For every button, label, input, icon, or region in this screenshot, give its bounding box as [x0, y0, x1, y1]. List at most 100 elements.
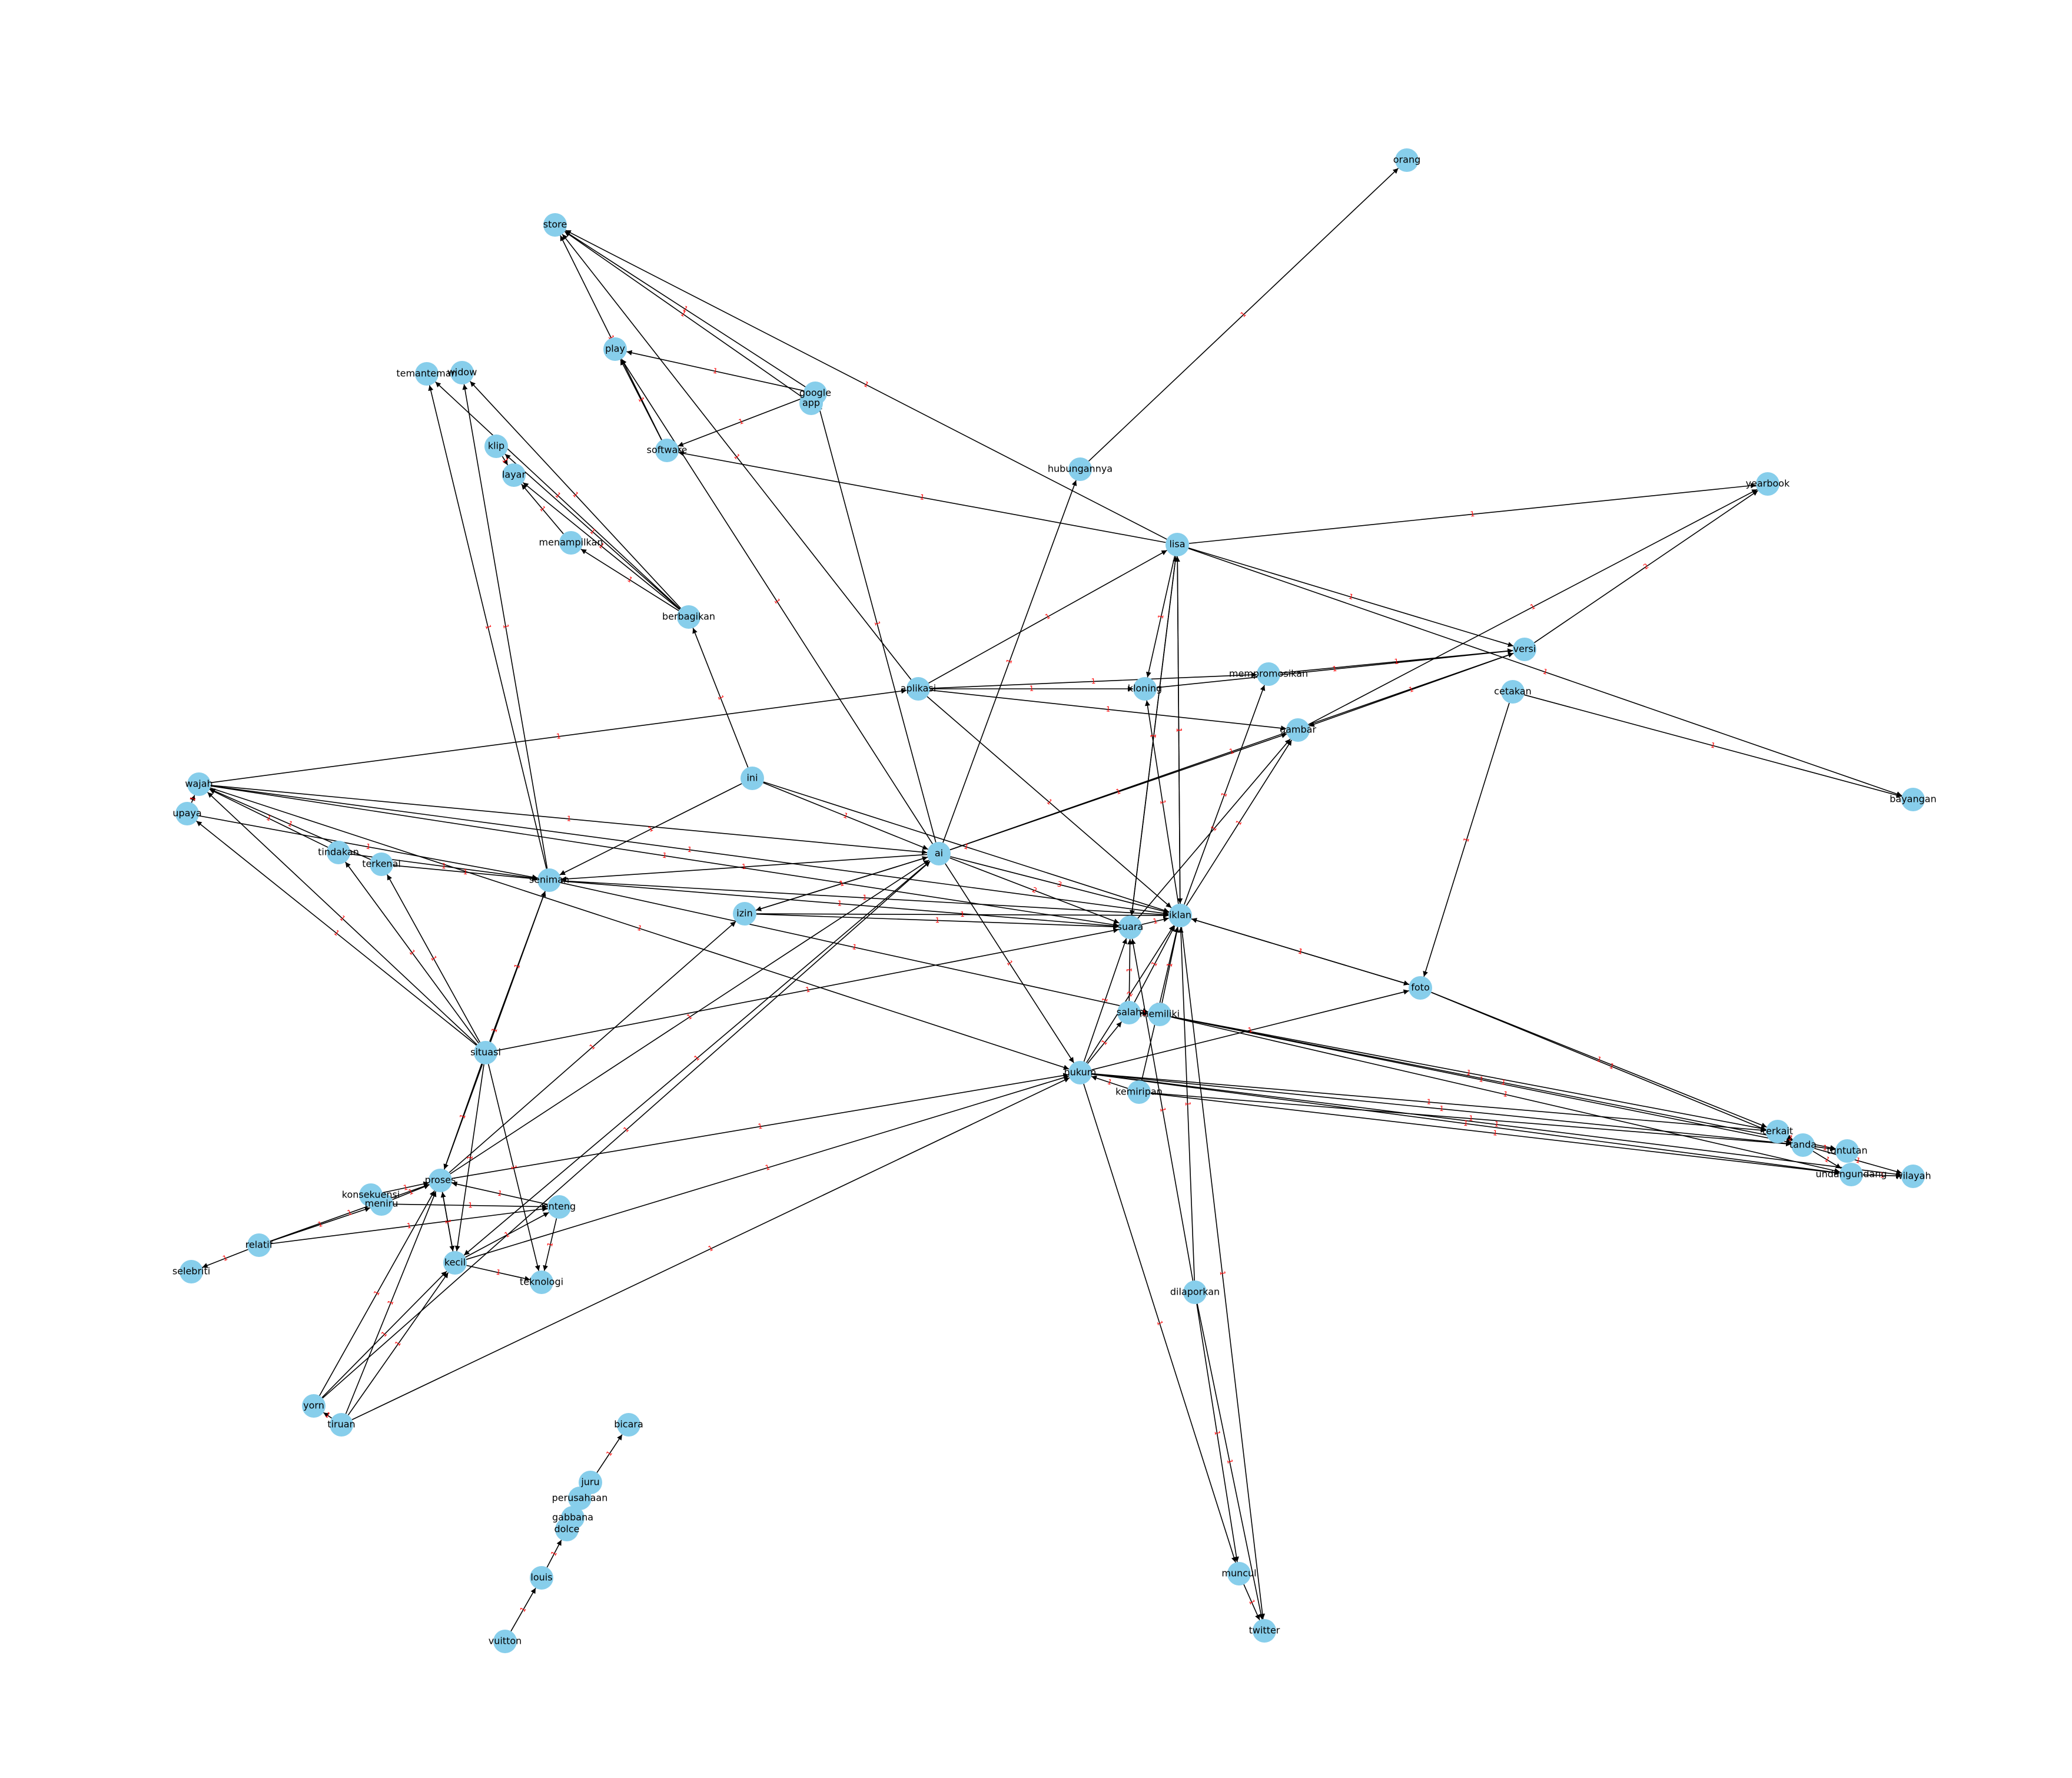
edge-label-undangundang-to-wilayah: 1 [1880, 1171, 1884, 1179]
edge-wajah-to-hukum [210, 787, 1070, 1070]
edge-label-tiruan-to-kecil: 1 [393, 1339, 403, 1348]
edge-hukum-to-foto [1091, 989, 1409, 1070]
edge-undangundang-to-wilayah [1862, 1173, 1902, 1179]
node-label-meniru: meniru [365, 1198, 399, 1209]
node-terkait [1766, 1120, 1789, 1143]
edge-label-iklan-to-foto: 1 [1297, 947, 1303, 956]
node-perusahaan [568, 1487, 592, 1510]
edge-seniman-to-widow [462, 384, 548, 869]
edge-ai-to-suara [949, 857, 1120, 924]
edge-label-klip-to-layar: 1 [500, 456, 510, 465]
edge-google-to-software [678, 397, 805, 447]
edge-wajah-to-iklan [210, 785, 1169, 916]
edge-label-wajah-to-ai: 1 [566, 814, 572, 823]
edge-label-wajah-to-suara: 1 [662, 851, 668, 860]
edge-label-lisa-to-yearbook: 1 [1470, 510, 1475, 519]
edge-label-seniman-to-widow: 1 [502, 623, 510, 629]
node-dilaporkan [1183, 1281, 1207, 1304]
node-selebriti [180, 1260, 203, 1283]
node-twitter [1253, 1619, 1276, 1643]
edge-label-aplikasi-to-kloning: 1 [1030, 685, 1034, 693]
node-label-teknologi: teknologi [520, 1276, 563, 1288]
edge-label-vuitton-to-louis: 1 [519, 1605, 528, 1614]
edge-memiliki-to-undangundang [1171, 1016, 1840, 1173]
node-label-perusahaan: perusahaan [552, 1492, 608, 1504]
edge-lisa-to-versi [1188, 548, 1514, 647]
edge-label-tanda-to-undangundang: 1 [1823, 1155, 1831, 1165]
edge-konsekuensi-to-proses [382, 1181, 429, 1193]
edge-upaya-to-seniman [198, 815, 538, 880]
edge-seniman-to-memiliki [560, 882, 1148, 1014]
edge-ai-to-hukum [945, 863, 1074, 1063]
edge-label-ai-to-play: 1 [772, 597, 782, 605]
edge-label-wajah-to-aplikasi: 1 [556, 732, 561, 741]
edge-lisa-to-yearbook [1188, 483, 1756, 544]
edge-aplikasi-to-iklan [927, 696, 1172, 908]
node-label-terkenal: terkenal [362, 858, 401, 870]
node-label-store: store [543, 219, 567, 230]
edge-label-iklan-to-kloning: 1 [1158, 800, 1167, 805]
node-label-relatif: relatif [245, 1239, 273, 1250]
edge-lisa-to-suara [1130, 556, 1177, 916]
edge-label-relatif-to-meniru: 1 [317, 1220, 324, 1229]
edge-tiruan-to-kecil [347, 1272, 449, 1416]
edge-salah-to-memiliki [1140, 1010, 1148, 1016]
node-label-menampilkan: menampilkan [539, 537, 603, 548]
node-label-terkait: terkait [1762, 1126, 1793, 1137]
edge-foto-to-iklan [1191, 918, 1410, 985]
edge-tindakan-to-wajah [209, 789, 328, 848]
edge-label-iklan-to-gambar: 1 [1234, 818, 1244, 827]
node-widow [450, 361, 474, 384]
node-label-dilaporkan: dilaporkan [1170, 1286, 1220, 1298]
node-label-proses: proses [425, 1175, 456, 1186]
node-orang [1395, 148, 1419, 172]
node-labels-layer: orangstoreplaygoogleappsoftwarehubungann… [172, 154, 1937, 1647]
node-label-kloning: kloning [1128, 683, 1162, 694]
edge-label-aplikasi-to-mempromosikan: 1 [1091, 677, 1095, 685]
edge-label-hukum-to-undangundang: 1 [1463, 1119, 1468, 1128]
node-undangundang [1839, 1163, 1863, 1186]
edge-label-kecil-to-hukum: 1 [764, 1163, 771, 1172]
edge-label-ini-to-iklan: 1 [963, 842, 970, 851]
edge-enteng-to-proses [451, 1181, 548, 1205]
edge-memiliki-to-terkait [1171, 1016, 1766, 1132]
edge-label-ai-to-versi: 1 [1228, 747, 1235, 756]
nodes-layer [175, 148, 1925, 1653]
node-foto [1409, 976, 1432, 1000]
edge-dilaporkan-to-twitter [1197, 1303, 1264, 1620]
node-cetakan [1501, 680, 1525, 704]
node-label-foto: foto [1411, 982, 1429, 993]
node-label-ini: ini [746, 772, 758, 784]
edge-ai-to-hubungannya [942, 480, 1077, 843]
edge-label-juru-to-bicara: 1 [605, 1449, 614, 1458]
edge-lisa-to-iklan [1177, 556, 1183, 904]
node-dolce [555, 1518, 579, 1541]
edge-label-relatif-to-selebriti: 1 [221, 1253, 228, 1263]
edge-label-ini-to-berbagikan: 1 [716, 694, 726, 701]
edge-label-tiruan-to-proses: 1 [386, 1299, 396, 1306]
node-label-twitter: twitter [1249, 1625, 1280, 1636]
edge-wajah-to-aplikasi [210, 688, 907, 784]
edge-label-google-to-software: 1 [738, 417, 745, 426]
edge-foto-to-tanda [1431, 991, 1792, 1142]
node-label-undangundang: undangundang [1815, 1169, 1887, 1180]
node-teknologi [530, 1271, 553, 1294]
edge-label-iklan-to-mempromosikan: 1 [1220, 791, 1229, 798]
edge-memiliki-to-iklan [1161, 927, 1180, 1003]
edge-gambar-to-yearbook [1308, 489, 1758, 725]
edge-label-lisa-to-kloning: 1 [1156, 613, 1165, 620]
node-kemiripan [1127, 1080, 1151, 1104]
edge-label-app-to-store: 1 [679, 309, 688, 319]
edge-label-yorn-to-proses: 1 [372, 1289, 381, 1297]
node-app [799, 392, 823, 415]
edge-proses-to-hukum [451, 1073, 1069, 1179]
edge-label-proses-to-kecil: 1 [443, 1219, 452, 1225]
edge-label-tiruan-to-hukum: 1 [707, 1244, 715, 1253]
node-label-selebriti: selebriti [172, 1266, 210, 1277]
node-label-lisa: lisa [1169, 539, 1185, 550]
edge-ai-to-seniman [560, 854, 928, 882]
node-label-ai: ai [935, 848, 943, 859]
edge-iklan-to-gambar [1186, 739, 1292, 906]
node-label-vuitton: vuitton [489, 1636, 522, 1647]
node-software [655, 439, 679, 462]
